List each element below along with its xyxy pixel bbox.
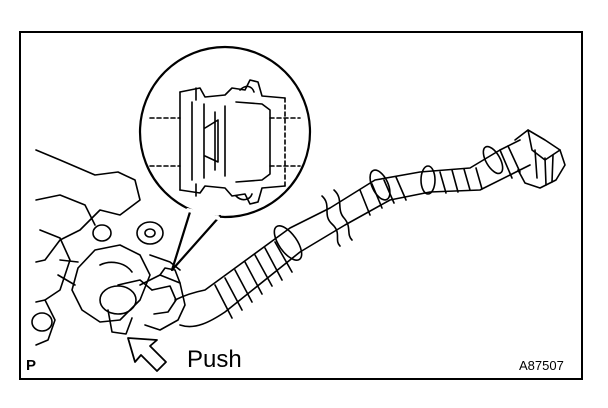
engine-component: [31, 149, 181, 346]
push-callout-label: Push: [187, 346, 242, 373]
figure-code: A87507: [519, 358, 564, 373]
detail-magnifier-callout: [138, 45, 312, 272]
vacuum-hose: [174, 139, 531, 328]
illustration-frame: [19, 31, 583, 380]
push-arrow-icon: [127, 337, 167, 372]
corner-letter: P: [26, 357, 37, 374]
hose-end-connector: [514, 129, 566, 189]
